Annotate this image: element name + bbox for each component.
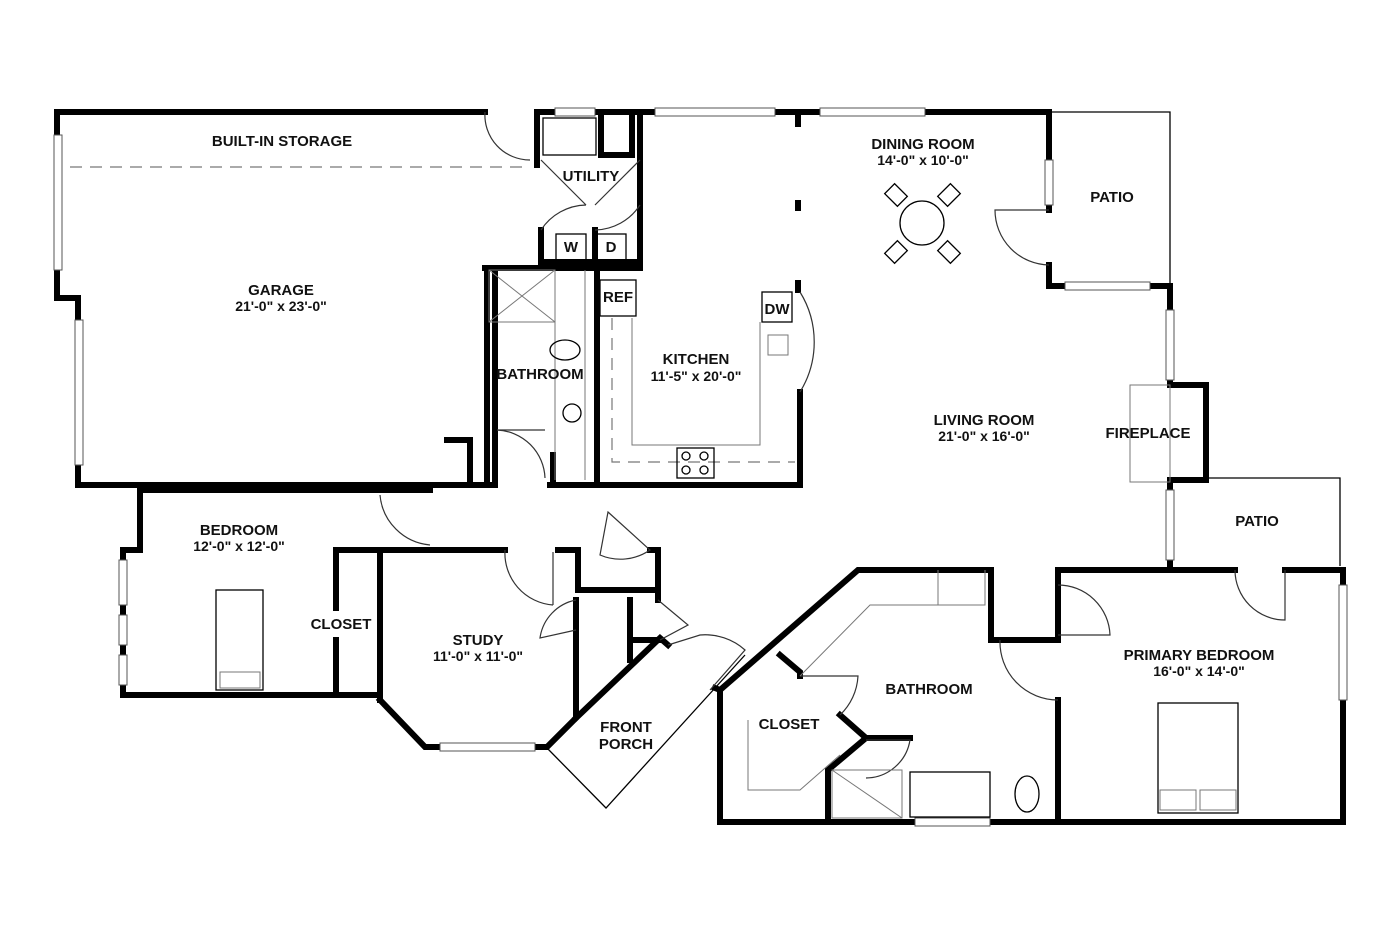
- dining-room-label: DINING ROOM: [871, 136, 974, 153]
- patio-right-label: PATIO: [1235, 513, 1279, 530]
- study-label: STUDY: [453, 632, 504, 649]
- fireplace-label: FIREPLACE: [1105, 425, 1190, 442]
- windows: [53, 107, 1348, 827]
- living-room-dimensions: 21'-0" x 16'-0": [938, 428, 1030, 444]
- bedroom-label: BEDROOM: [200, 522, 278, 539]
- kitchen-label: KITCHEN: [663, 351, 730, 368]
- patio-top-label: PATIO: [1090, 189, 1134, 206]
- fixtures: [70, 117, 1239, 819]
- garage-label: GARAGE: [248, 282, 314, 299]
- outdoor-outlines: [546, 111, 1341, 809]
- front-porch-label-line1: FRONT: [600, 719, 652, 736]
- room-labels: BUILT-IN STORAGE UTILITY W D DINING ROOM…: [193, 133, 1279, 753]
- closet-1-label: CLOSET: [311, 616, 372, 633]
- closet-2-label: CLOSET: [759, 716, 820, 733]
- study-dimensions: 11'-0" x 11'-0": [433, 648, 523, 664]
- washer-label: W: [564, 239, 579, 256]
- bathroom-1-label: BATHROOM: [496, 366, 583, 383]
- built-in-storage-label: BUILT-IN STORAGE: [212, 133, 352, 150]
- dining-room-dimensions: 14'-0" x 10'-0": [877, 152, 969, 168]
- doors: [379, 111, 1286, 779]
- living-room-label: LIVING ROOM: [934, 412, 1035, 429]
- kitchen-dimensions: 11'-5" x 20'-0": [651, 368, 742, 384]
- exterior-walls: [54, 109, 1346, 825]
- front-porch-label-line2: PORCH: [599, 736, 653, 753]
- refrigerator-label: REF: [603, 289, 633, 306]
- dishwasher-label: DW: [765, 301, 791, 318]
- dryer-label: D: [606, 239, 617, 256]
- utility-label: UTILITY: [563, 168, 620, 185]
- primary-bedroom-label: PRIMARY BEDROOM: [1124, 647, 1275, 664]
- primary-bedroom-dimensions: 16'-0" x 14'-0": [1153, 663, 1245, 679]
- bathroom-2-label: BATHROOM: [885, 681, 972, 698]
- bedroom-dimensions: 12'-0" x 12'-0": [193, 538, 285, 554]
- garage-dimensions: 21'-0" x 23'-0": [235, 298, 327, 314]
